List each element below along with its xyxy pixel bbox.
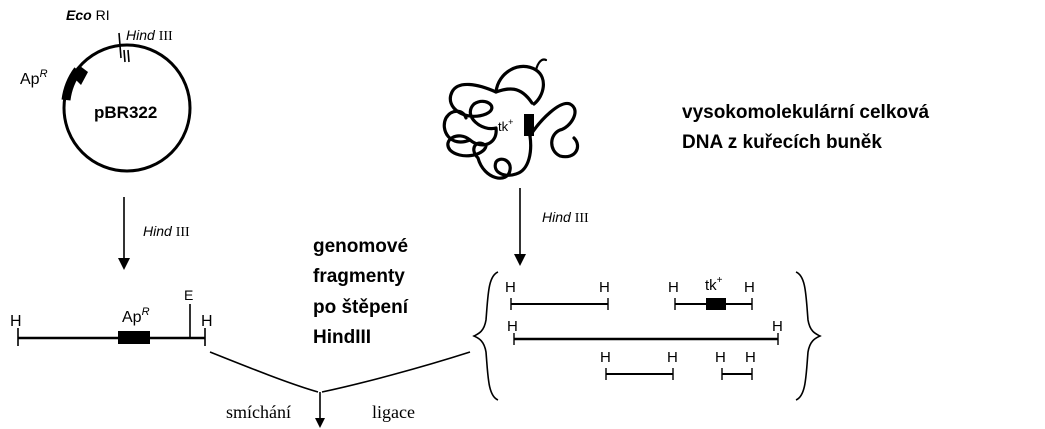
hindiii-site-tick-2 xyxy=(127,49,130,63)
merge-line-right xyxy=(321,351,471,393)
tk-gene-fragment-block xyxy=(706,298,726,310)
fragment-set: H H H tk+ H H H H H H H xyxy=(472,271,822,401)
frag-h-7: H xyxy=(600,349,611,366)
genomic-caption-line2: DNA z kuřecích buněk xyxy=(682,132,882,153)
ap-r-block xyxy=(118,331,150,344)
plasmid-group: Eco RI Hind III ApR pBR322 xyxy=(20,7,192,173)
frag-h-5: H xyxy=(507,318,518,335)
frag-h-3: H xyxy=(668,279,679,296)
fragments-caption: genomové fragmenty po štěpení HindIII xyxy=(313,236,409,348)
tk-label-fragment: tk+ xyxy=(705,275,723,294)
genomic-dna-group: tk+ xyxy=(442,58,580,180)
fragments-caption-line4: HindIII xyxy=(313,327,371,348)
fragments-caption-line3: po štěpení xyxy=(313,297,409,318)
arrow-head-left xyxy=(118,258,130,270)
eco-label: Eco RI xyxy=(66,7,110,23)
ap-r-label-plasmid: ApR xyxy=(20,68,48,88)
arrow-head-right xyxy=(514,254,526,266)
frag-h-8: H xyxy=(667,349,678,366)
dna-tangle-loop-upper xyxy=(494,64,545,106)
fragments-caption-line1: genomové xyxy=(313,236,408,257)
dna-tangle-loop-right xyxy=(528,101,580,159)
frag-h-1: H xyxy=(505,279,516,296)
merge-line-left xyxy=(209,351,319,393)
plasmid-ap-segment xyxy=(61,67,82,101)
merge-arrows: smíchání ligace xyxy=(209,351,471,428)
frag-h-2: H xyxy=(599,279,610,296)
plasmid-name: pBR322 xyxy=(94,103,157,122)
frag-h-6: H xyxy=(772,318,783,335)
frag-h-9: H xyxy=(715,349,726,366)
left-brace xyxy=(472,271,499,401)
fragments-caption-line2: fragmenty xyxy=(313,266,405,287)
hindiii-site-tick-1 xyxy=(123,49,126,63)
tk-label-tangle: tk+ xyxy=(498,117,513,134)
dna-tangle-tail xyxy=(534,58,548,72)
ap-r-label-linear: ApR xyxy=(122,306,150,326)
frag-h-10: H xyxy=(745,349,756,366)
dna-tangle xyxy=(446,82,534,180)
hind-label-arrow-left: Hind III xyxy=(143,223,190,240)
plasmid-digest-arrow: Hind III xyxy=(118,197,190,270)
genomic-digest-arrow: Hind III xyxy=(514,188,589,266)
linear-plasmid: H ApR E H xyxy=(10,287,213,346)
plasmid-circle xyxy=(62,43,192,173)
ecori-site-tick xyxy=(118,32,122,59)
right-brace xyxy=(795,271,822,401)
e-label: E xyxy=(184,287,193,303)
h-label-left: H xyxy=(10,313,22,330)
genomic-caption-line1: vysokomolekulární celková xyxy=(682,102,930,123)
mix-label: smíchání xyxy=(226,402,291,422)
frag-h-4: H xyxy=(744,279,755,296)
tk-gene-block xyxy=(524,114,534,136)
plasmid-ap-marker xyxy=(72,66,88,85)
hind-label-plasmid: Hind III xyxy=(126,27,173,44)
hind-label-arrow-right: Hind III xyxy=(542,209,589,226)
dna-tangle-loop-left xyxy=(442,109,472,144)
h-label-right: H xyxy=(201,313,213,330)
ligate-label: ligace xyxy=(372,402,415,422)
merge-arrow-head xyxy=(315,418,325,428)
